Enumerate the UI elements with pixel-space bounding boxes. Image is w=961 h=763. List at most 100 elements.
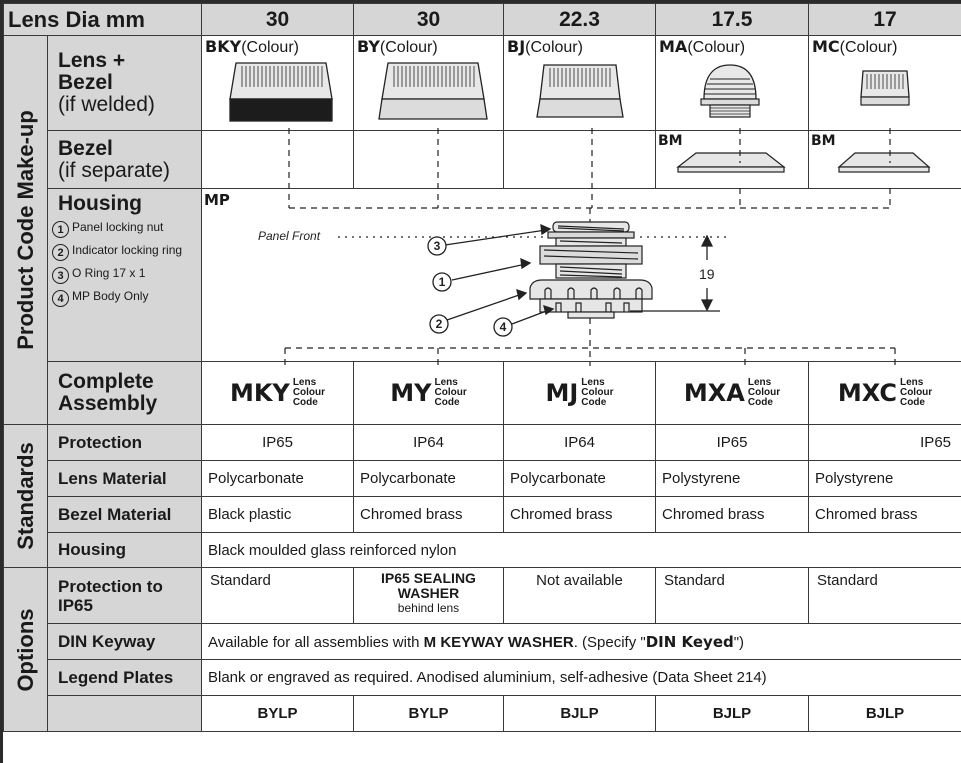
- housing-code: MP: [204, 191, 230, 209]
- assembly-code-4: MXA: [683, 379, 745, 407]
- sealing-washer-line2: WASHER: [397, 585, 460, 601]
- assembly-label-line1: Complete: [58, 370, 154, 393]
- lens-bezel-label-line2: Bezel: [58, 71, 113, 94]
- din-text-post: "): [733, 633, 745, 651]
- bezel-label-line1: Bezel: [58, 136, 113, 160]
- lens-bezel-code-2: BY(Colour): [357, 37, 438, 56]
- assembly-label-line2: Assembly: [58, 392, 158, 415]
- lens-bezel-code-3: BJ(Colour): [507, 37, 583, 56]
- svg-text:1: 1: [439, 275, 446, 289]
- ip65-option-3: Not available: [503, 567, 656, 624]
- part-number-4: 4: [52, 290, 69, 307]
- housing-std-label: Housing: [47, 532, 202, 568]
- bezel-cell-3: [503, 130, 656, 189]
- diameter-col-3: 22.3: [503, 3, 656, 36]
- ip65-option-4: Standard: [655, 567, 809, 624]
- diameter-col-2: 30: [353, 3, 504, 36]
- protection-ip65-label-line1: Protection to: [58, 576, 163, 596]
- part-text-2: Indicator locking ring: [72, 243, 183, 257]
- dimension-marker: [630, 234, 720, 312]
- lens-bezel-cell-3: BJ(Colour): [503, 35, 656, 131]
- lens-bezel-label-line1: Lens +: [58, 49, 126, 72]
- assembly-label: Complete Assembly: [47, 361, 202, 425]
- lens-bezel-cell-2: BY(Colour): [353, 35, 504, 131]
- protection-value-4: IP65: [655, 424, 809, 461]
- lens-material-value-5: Polystyrene: [808, 460, 961, 497]
- callout-number-4: 4: [493, 317, 513, 337]
- din-text-pre: Available for all assemblies with: [208, 633, 424, 651]
- bezel-code-5: BM: [811, 133, 836, 149]
- svg-text:4: 4: [500, 320, 507, 334]
- din-keyway-label: DIN Keyway: [47, 623, 202, 660]
- callout-number-2: 2: [429, 314, 449, 334]
- callout-number-3: 3: [427, 236, 447, 256]
- assembly-code-5: MXC: [837, 379, 897, 407]
- lens-bezel-label-sub: (if welded): [58, 93, 155, 116]
- lens-bezel-drawing-4: [700, 64, 760, 118]
- lens-bezel-code-5: MC(Colour): [812, 37, 898, 56]
- lens-bezel-code-1: BKY(Colour): [205, 37, 299, 56]
- legend-code-1: BYLP: [201, 695, 354, 732]
- din-text-mid: . (Specify ": [573, 633, 646, 651]
- bezel-cell-5: BM: [808, 130, 961, 189]
- section-options: Options: [3, 567, 48, 732]
- assembly-code-2: MY: [390, 379, 432, 407]
- part-number-3: 3: [52, 267, 69, 284]
- diameter-col-5: 17: [808, 3, 961, 36]
- lens-bezel-drawing-1: [229, 62, 333, 122]
- bezel-drawing-4: [676, 152, 786, 173]
- part-number-1: 1: [52, 221, 69, 238]
- lens-bezel-drawing-2: [378, 62, 488, 120]
- bezel-material-value-4: Chromed brass: [655, 496, 809, 533]
- lens-material-value-1: Polycarbonate: [201, 460, 354, 497]
- legend-code-5: BJLP: [808, 695, 961, 732]
- bezel-material-value-3: Chromed brass: [503, 496, 656, 533]
- dimension-value: 19: [699, 266, 715, 282]
- lens-bezel-cell-5: MC(Colour): [808, 35, 961, 131]
- protection-value-3: IP64: [503, 424, 656, 461]
- lens-dia-header: Lens Dia mm: [3, 3, 202, 36]
- assembly-code-3: MJ: [545, 379, 579, 407]
- bezel-material-value-5: Chromed brass: [808, 496, 961, 533]
- lens-bezel-cell-1: BKY(Colour): [201, 35, 354, 131]
- legend-code-2: BYLP: [353, 695, 504, 732]
- part-text-1: Panel locking nut: [72, 220, 164, 234]
- product-code-table: Lens Dia mm 30 30 22.3 17.5 17 Product C…: [3, 3, 961, 732]
- housing-drawing: [529, 221, 653, 319]
- protection-value-5: IP65: [808, 424, 961, 461]
- callout-arrows: [444, 223, 555, 325]
- part-text-3: O Ring 17 x 1: [72, 266, 146, 280]
- dashed-connectors: [284, 128, 896, 366]
- legend-plates-label: Legend Plates: [47, 659, 202, 696]
- bezel-cell-4: BM: [655, 130, 809, 189]
- legend-code-4: BJLP: [655, 695, 809, 732]
- section-product-code: Product Code Make-up: [3, 35, 48, 425]
- din-text-washer: M KEYWAY WASHER: [423, 633, 574, 651]
- lens-bezel-drawing-5: [860, 70, 910, 106]
- bezel-label-sub: (if separate): [58, 158, 171, 182]
- sealing-washer-line1: IP65 SEALING: [381, 570, 476, 586]
- lens-bezel-cell-4: MA(Colour): [655, 35, 809, 131]
- housing-label: Housing: [58, 192, 142, 215]
- din-text-keyed: DIN Keyed: [645, 632, 734, 651]
- diameter-col-1: 30: [201, 3, 354, 36]
- housing-std-value: Black moulded glass reinforced nylon: [201, 532, 961, 568]
- lens-bezel-label: Lens + Bezel (if welded): [47, 35, 202, 131]
- panel-front-label: Panel Front: [258, 229, 321, 243]
- assembly-code-1: MKY: [229, 379, 290, 407]
- svg-text:3: 3: [434, 239, 441, 253]
